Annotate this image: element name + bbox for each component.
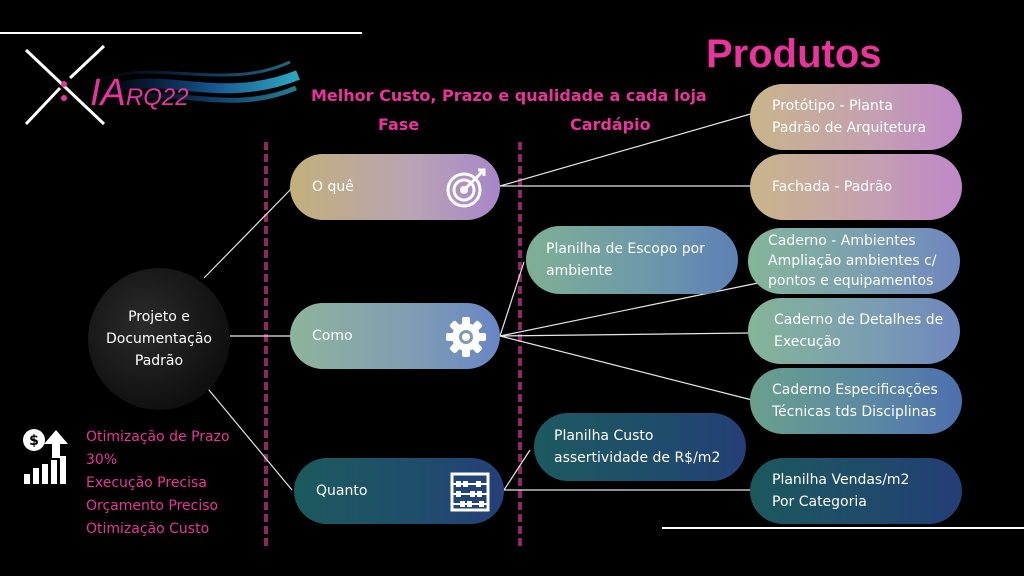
header-cardapio: Cardápio <box>570 115 651 134</box>
middle-custo-label: Planilha Custo assertividade de R$/m2 <box>554 428 721 466</box>
phase-o-que: O quê <box>290 154 500 220</box>
product-fachada-label: Fachada - Padrão <box>772 179 893 195</box>
middle-custo: Planilha Custo assertividade de R$/m2 <box>534 413 746 481</box>
center-node: Projeto e Documentação Padrão <box>88 268 230 410</box>
product-planilha-vendas: Planilha Vendas/m2 Por Categoria <box>750 458 962 524</box>
middle-escopo: Planilha de Escopo por ambiente <box>526 226 738 294</box>
middle-escopo-label: Planilha de Escopo por ambiente <box>546 241 705 279</box>
benefit-item: Otimização de Prazo <box>86 429 230 445</box>
gear-icon <box>446 317 486 357</box>
target-icon <box>446 168 486 208</box>
phase-o-que-label: O quê <box>312 179 354 195</box>
product-caderno-especificacoes: Caderno Especificações Técnicas tds Disc… <box>750 368 962 434</box>
subtitle: Melhor Custo, Prazo e qualidade a cada l… <box>311 86 707 105</box>
benefit-item: Execução Precisa <box>86 475 207 491</box>
logo-big-text: IA <box>90 72 126 114</box>
benefit-item: 30% <box>86 452 118 468</box>
product-caderno-ambientes-label: Caderno - Ambientes Ampliação ambientes … <box>768 233 937 289</box>
product-caderno-especificacoes-label: Caderno Especificações Técnicas tds Disc… <box>772 382 938 420</box>
product-caderno-ambientes: Caderno - Ambientes Ampliação ambientes … <box>748 228 960 294</box>
product-prototipo: Protótipo - Planta Padrão de Arquitetura <box>750 84 962 150</box>
phase-quanto-label: Quanto <box>316 483 368 499</box>
logo-graphic <box>24 44 300 126</box>
product-caderno-detalhes: Caderno de Detalhes de Execução <box>748 298 960 364</box>
page-title: Produtos <box>706 32 882 76</box>
product-caderno-detalhes-label: Caderno de Detalhes de Execução <box>774 312 944 350</box>
top-rule <box>0 32 362 34</box>
logo-small-text: RQ22 <box>125 84 189 111</box>
logo: IARQ22 <box>20 40 300 130</box>
abacus-icon <box>450 472 490 512</box>
product-planilha-vendas-label: Planilha Vendas/m2 Por Categoria <box>772 472 910 510</box>
header-fase: Fase <box>378 115 420 134</box>
product-prototipo-label: Protótipo - Planta Padrão de Arquitetura <box>772 98 927 136</box>
bottom-rule <box>662 527 1024 529</box>
phase-quanto: Quanto <box>294 458 504 524</box>
divider-left <box>264 142 268 546</box>
phase-como-label: Como <box>312 328 353 344</box>
benefits-list: Otimização de Prazo 30% Execução Precisa… <box>86 426 230 541</box>
divider-right <box>518 142 522 546</box>
growth-chart-icon: $ <box>23 429 68 484</box>
product-fachada: Fachada - Padrão <box>750 154 962 220</box>
benefit-item: Orçamento Preciso <box>86 498 219 514</box>
phase-como: Como <box>290 303 500 369</box>
svg-text:$: $ <box>29 433 39 449</box>
benefit-item: Otimização Custo <box>86 521 210 537</box>
